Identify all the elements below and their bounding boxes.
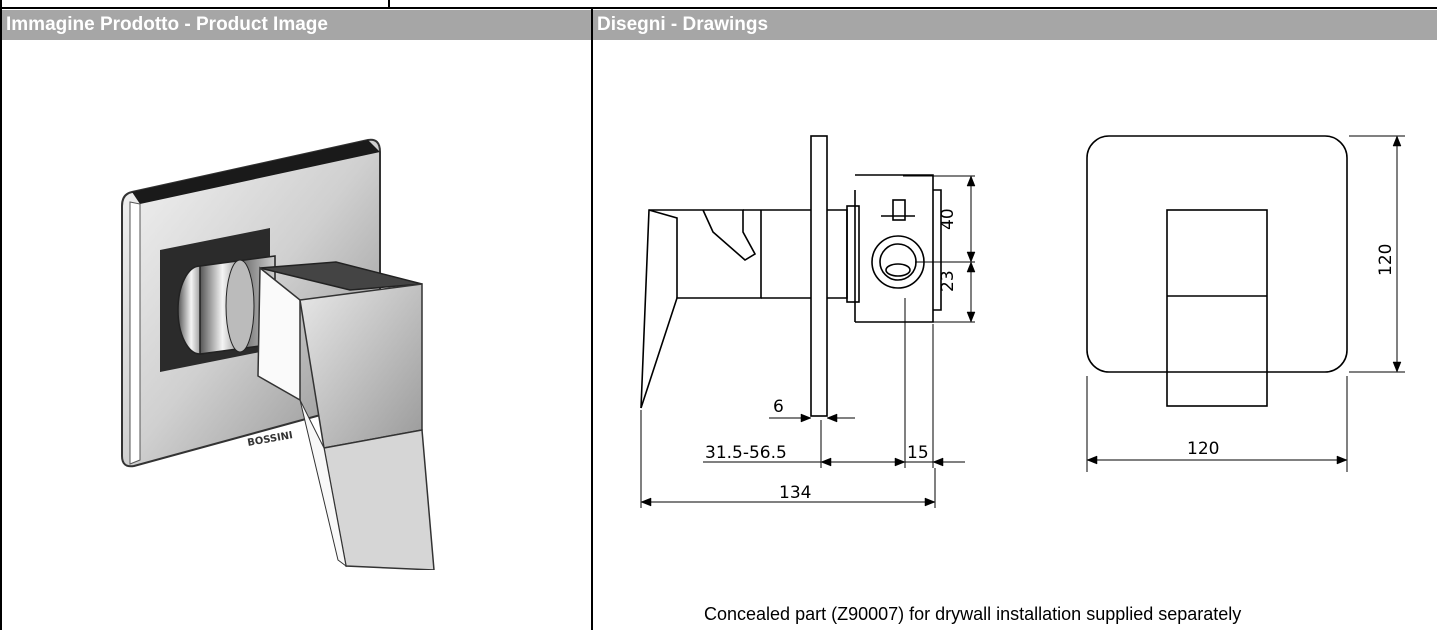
left-border	[0, 0, 2, 630]
top-cell-divider	[388, 0, 390, 9]
drywall-note: Concealed part (Z90007) for drywall inst…	[704, 604, 1242, 624]
dim-40: 40	[938, 208, 958, 230]
dim-120-height: 120	[1376, 244, 1396, 276]
side-view-handle	[640, 209, 757, 409]
product-image: BOSSINI	[100, 130, 460, 571]
dim-23: 23	[938, 270, 958, 292]
front-view-handle	[1166, 209, 1268, 407]
dim-120-width: 120	[1187, 439, 1219, 459]
dim-6: 6	[773, 397, 784, 417]
drawings-header: Disegni - Drawings	[593, 10, 1437, 40]
middle-divider	[591, 9, 593, 630]
side-view-plate	[810, 135, 828, 417]
technical-drawing: 40 23 6 31.5-56.5 15 134 120 120	[593, 40, 1437, 600]
front-view-plate	[1086, 135, 1348, 373]
dim-134: 134	[779, 483, 811, 503]
top-border	[0, 7, 1437, 9]
dim-31-5-56-5: 31.5-56.5	[705, 443, 787, 463]
product-image-header: Immagine Prodotto - Product Image	[2, 10, 591, 40]
dim-15: 15	[907, 443, 929, 463]
